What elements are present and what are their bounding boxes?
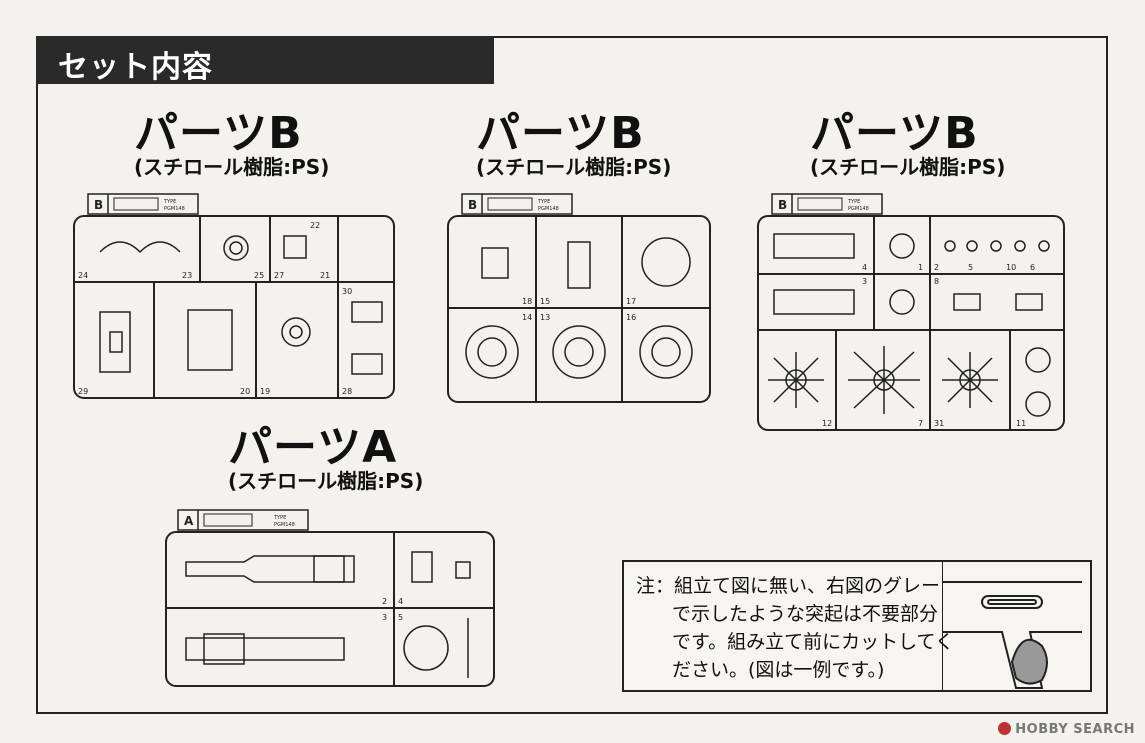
part-number: 31 (934, 419, 944, 428)
part-number: 6 (1030, 263, 1035, 272)
part-number: 12 (822, 419, 832, 428)
note-line: で示したような突起は不要部分 (672, 603, 939, 625)
sprue-letter: A (184, 514, 194, 528)
sprue-letter: B (468, 198, 477, 212)
note-box: 注：組立て図に無い、右図のグレー で示したような突起は不要部分 です。組み立て前… (622, 560, 1092, 692)
part-number: 24 (78, 271, 88, 280)
part-number: 20 (240, 387, 250, 396)
sprue-letter: B (778, 198, 787, 212)
watermark-text: HOBBY SEARCH (1015, 722, 1135, 737)
note-line: 注：組立て図に無い、右図のグレー (636, 575, 941, 597)
note-line: ださい。(図は一例です。) (672, 659, 885, 681)
part-number: 21 (320, 271, 330, 280)
part-number: 30 (342, 287, 352, 296)
part-number: 28 (342, 387, 352, 396)
part-title: パーツB (134, 108, 303, 159)
part-title: パーツB (810, 108, 979, 159)
part-number: 18 (522, 297, 532, 306)
part-number: 3 (382, 613, 387, 622)
part-number: 17 (626, 297, 636, 306)
type-label: TYPE (273, 515, 286, 521)
part-number: 19 (260, 387, 270, 396)
sprue-letter: B (94, 198, 103, 212)
part-number: 23 (182, 271, 192, 280)
part-title: パーツA (228, 422, 398, 473)
watermark: HOBBY SEARCH (998, 722, 1135, 737)
part-number: 4 (862, 263, 867, 272)
type-label: TYPE (847, 199, 860, 205)
part-number: 29 (78, 387, 88, 396)
sprue-a: A TYPE PGM148 2 4 3 5 (164, 508, 496, 688)
sprue-b-3: B TYPE PGM148 4 1 2 5 10 6 3 8 12 7 31 1… (754, 192, 1068, 434)
part-number: 8 (934, 277, 939, 286)
model-code: PGM148 (848, 206, 869, 212)
part-number: 5 (968, 263, 973, 272)
sprue-b-2: B TYPE PGM148 18 15 17 14 13 16 (444, 192, 714, 404)
part-number: 10 (1006, 263, 1016, 272)
note-text: 注：組立て図に無い、右図のグレー で示したような突起は不要部分 です。組み立て前… (636, 572, 954, 684)
part-number: 13 (540, 313, 550, 322)
part-material: (スチロール樹脂:PS) (134, 155, 330, 179)
part-number: 25 (254, 271, 264, 280)
type-label: TYPE (537, 199, 550, 205)
part-number: 2 (382, 597, 387, 606)
note-illustration (941, 562, 1090, 694)
part-number: 27 (274, 271, 284, 280)
header-title: セット内容 (58, 50, 213, 85)
type-label: TYPE (163, 199, 176, 205)
part-number: 7 (918, 419, 923, 428)
part-number: 11 (1016, 419, 1026, 428)
part-title: パーツB (476, 108, 645, 159)
model-code: PGM148 (164, 206, 185, 212)
header-bar: セット内容 (36, 36, 494, 85)
part-material: (スチロール樹脂:PS) (810, 155, 1006, 179)
content-frame (36, 36, 1108, 714)
part-number: 4 (398, 597, 403, 606)
model-code: PGM148 (274, 522, 295, 528)
part-number: 5 (398, 613, 403, 622)
sprue-label-plate (87, 193, 199, 215)
part-number: 1 (918, 263, 923, 272)
sprue-b-1: B TYPE PGM148 24 23 25 27 22 21 29 20 19… (70, 192, 400, 402)
part-number: 15 (540, 297, 550, 306)
part-number: 3 (862, 277, 867, 286)
part-number: 14 (522, 313, 532, 322)
hobby-search-logo-icon (998, 722, 1012, 735)
part-material: (スチロール樹脂:PS) (476, 155, 672, 179)
note-line: です。組み立て前にカットしてく (672, 631, 954, 653)
model-code: PGM148 (538, 206, 559, 212)
part-material: (スチロール樹脂:PS) (228, 469, 424, 493)
part-number: 22 (310, 221, 320, 230)
part-number: 16 (626, 313, 636, 322)
part-number: 2 (934, 263, 939, 272)
